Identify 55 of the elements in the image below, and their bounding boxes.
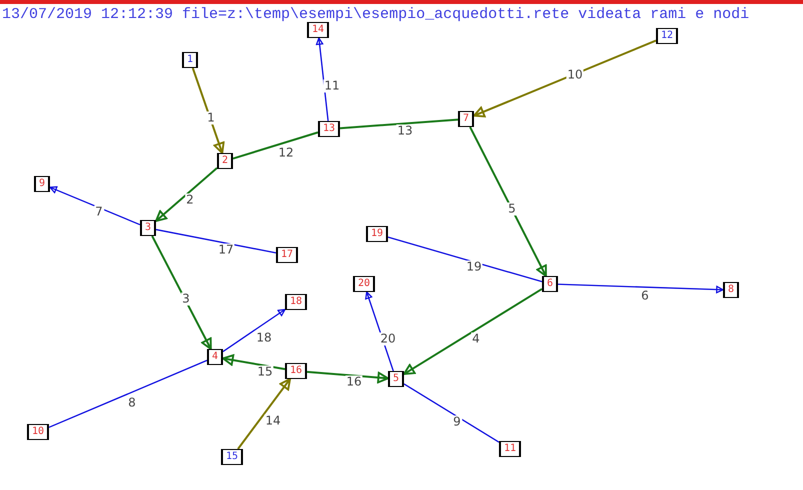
edge-label: 17: [217, 244, 235, 256]
node-box: 15: [220, 449, 244, 465]
node-box: 5: [388, 371, 404, 387]
node-box: 8: [722, 282, 740, 298]
edge-label: 1: [206, 112, 216, 124]
pipe-arrow: [222, 308, 286, 352]
pipe-arrow: [49, 186, 140, 226]
node-box: 10: [26, 424, 50, 440]
node-box: 3: [140, 220, 156, 236]
pipe-arrow: [558, 284, 724, 294]
edge-label: 19: [465, 260, 483, 274]
node-box: 18: [284, 294, 308, 310]
node-box: 7: [458, 111, 474, 127]
edge-label: 5: [507, 202, 517, 216]
edge-label: 18: [255, 332, 273, 344]
pipe-arrow: [155, 167, 218, 222]
pipe-arrow: [192, 68, 225, 154]
node-box: 4: [206, 349, 224, 365]
node-box: 2: [216, 153, 234, 169]
edge-label: 10: [566, 68, 584, 82]
edge-label: 20: [379, 332, 397, 346]
pipe-arrow: [237, 378, 291, 450]
edge-label: 15: [256, 366, 274, 378]
node-box: 11: [498, 441, 522, 457]
edge-label: 9: [452, 416, 462, 428]
node-box: 12: [656, 28, 678, 44]
pipe-arrow: [469, 126, 547, 277]
node-box: 1: [182, 52, 198, 68]
edge-label: 12: [277, 146, 295, 160]
node-box: 17: [276, 247, 298, 263]
edge-label: 13: [396, 124, 414, 138]
node-box: 14: [306, 22, 330, 38]
edge-label: 6: [640, 290, 650, 302]
pipe-arrow: [473, 40, 656, 118]
node-box: 16: [284, 363, 308, 379]
node-box: 13: [318, 121, 340, 137]
edge-label: 16: [345, 376, 363, 388]
edge-label: 7: [94, 206, 104, 218]
node-box: 20: [352, 276, 376, 292]
pipe-arrow: [403, 288, 542, 376]
edge-label: 3: [181, 292, 191, 306]
edge-label: 2: [185, 194, 195, 206]
edge-label: 14: [264, 414, 282, 428]
edge-label: 4: [471, 332, 481, 346]
pipe-arrow: [306, 370, 389, 384]
pipe-arrow: [222, 354, 286, 370]
edge-label: 8: [127, 396, 137, 410]
node-box: 9: [34, 176, 50, 192]
pipe-arrow: [151, 236, 212, 350]
pipe-arrow: [316, 37, 329, 122]
node-box: 19: [366, 226, 388, 242]
node-box: 6: [542, 276, 558, 292]
title: 13/07/2019 12:12:39 file=z:\temp\esempi\esempio_acquedotti.rete videata rami e nodi: [2, 6, 750, 23]
edge-label: 11: [323, 80, 341, 92]
pipe-arrow: [365, 291, 394, 372]
